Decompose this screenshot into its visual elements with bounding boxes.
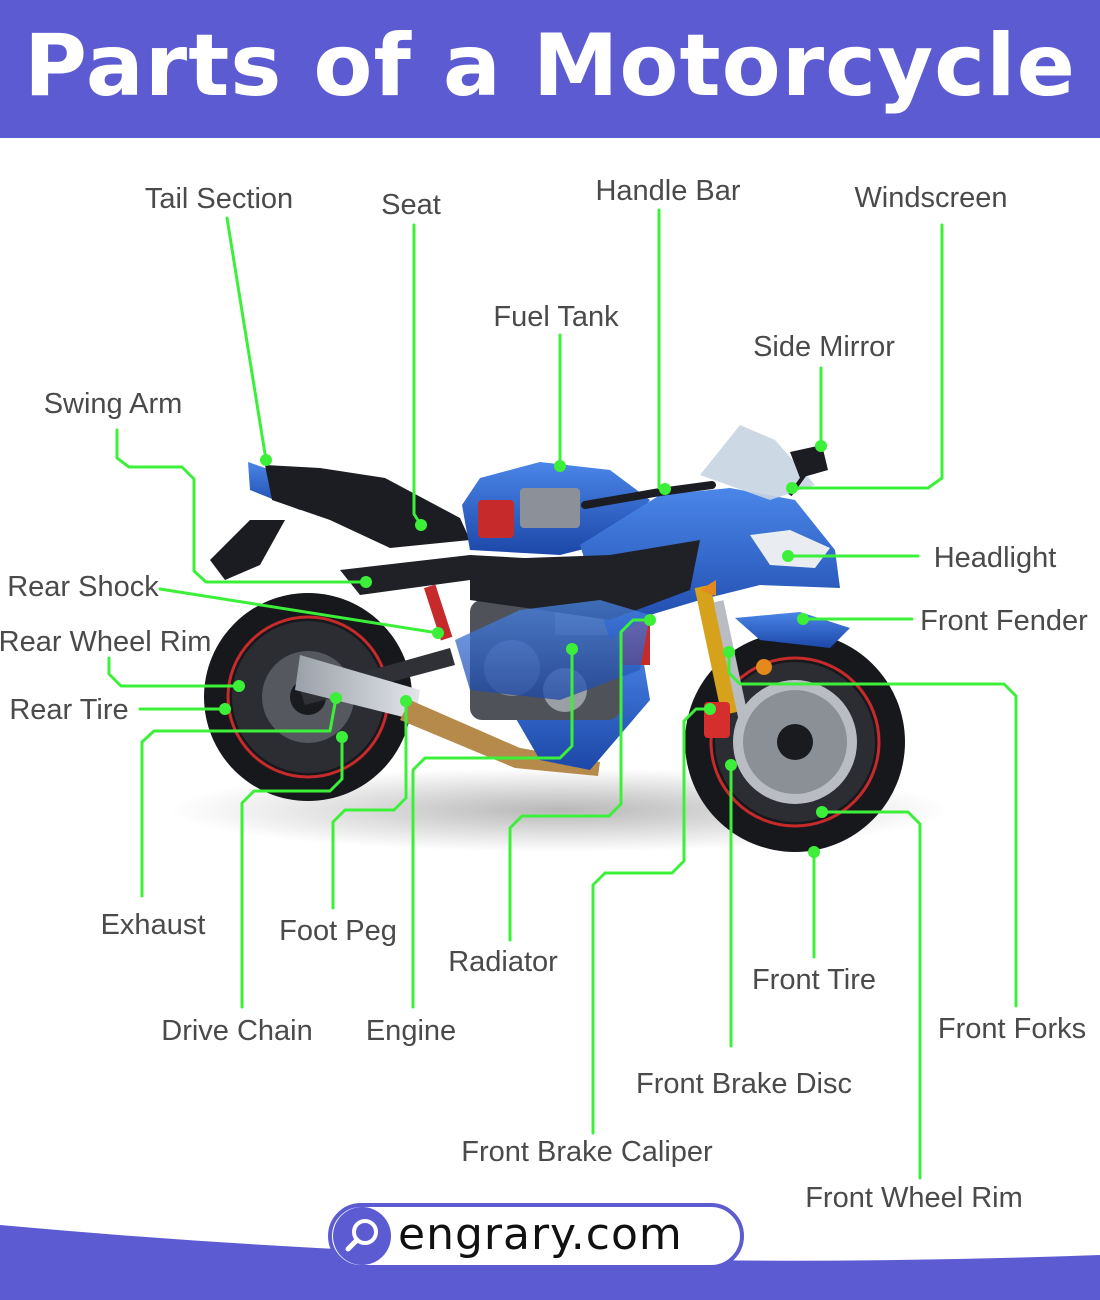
dot-front-wheel-rim — [816, 806, 828, 818]
label-rear-tire: Rear Tire — [9, 694, 128, 726]
dot-handle-bar — [659, 483, 671, 495]
dot-front-brake-disc — [725, 759, 737, 771]
leader-rear-shock — [158, 587, 440, 635]
label-front-wheel-rim: Front Wheel Rim — [805, 1182, 1023, 1214]
dot-rear-tire — [219, 703, 231, 715]
leader-exhaust — [140, 696, 338, 898]
leader-swing-arm — [115, 428, 368, 584]
page-title: Parts of a Motorcycle — [24, 16, 1076, 116]
header-banner — [0, 0, 1100, 138]
label-rear-wheel-rim: Rear Wheel Rim — [0, 626, 211, 658]
dot-front-brake-caliper — [704, 703, 716, 715]
dot-front-tire — [808, 846, 820, 858]
leader-dots — [219, 440, 828, 858]
label-exhaust: Exhaust — [101, 909, 206, 941]
label-front-tire: Front Tire — [752, 964, 876, 996]
label-drive-chain: Drive Chain — [161, 1015, 313, 1047]
label-headlight: Headlight — [934, 542, 1057, 574]
leader-engine — [411, 647, 574, 1009]
leader-front-brake-caliper — [591, 707, 712, 1135]
leader-handle-bar — [657, 208, 667, 491]
leader-rear-wheel-rim — [107, 656, 241, 688]
leader-drive-chain — [240, 735, 344, 1009]
label-handle-bar: Handle Bar — [595, 175, 740, 207]
dot-foot-peg — [400, 695, 412, 707]
dot-tail-section — [260, 454, 272, 466]
label-front-forks: Front Forks — [938, 1013, 1086, 1045]
leader-front-forks — [727, 650, 1018, 1008]
label-windscreen: Windscreen — [854, 182, 1007, 214]
label-rear-shock: Rear Shock — [7, 571, 159, 603]
dot-fuel-tank — [554, 460, 566, 472]
leader-foot-peg — [331, 699, 408, 910]
dot-headlight — [782, 550, 794, 562]
dot-rear-shock — [432, 627, 444, 639]
dot-engine — [566, 643, 578, 655]
dot-swing-arm — [360, 576, 372, 588]
dot-rear-wheel-rim — [233, 680, 245, 692]
dot-seat — [415, 519, 427, 531]
label-front-fender: Front Fender — [920, 605, 1088, 637]
leader-windscreen — [790, 223, 944, 490]
label-tail-section: Tail Section — [145, 183, 293, 215]
brand-badge[interactable] — [328, 1203, 744, 1269]
leader-tail-section — [225, 216, 268, 462]
dot-front-forks — [723, 646, 735, 658]
brand-name[interactable]: engrary.com — [398, 1209, 683, 1260]
label-front-brake-caliper: Front Brake Caliper — [461, 1136, 713, 1168]
label-front-brake-disc: Front Brake Disc — [636, 1068, 852, 1100]
label-side-mirror: Side Mirror — [753, 331, 895, 363]
dot-windscreen — [786, 482, 798, 494]
dot-exhaust — [330, 692, 342, 704]
dot-front-fender — [797, 613, 809, 625]
dot-side-mirror — [815, 440, 827, 452]
label-swing-arm: Swing Arm — [44, 388, 183, 420]
search-icon — [333, 1207, 391, 1265]
leader-front-wheel-rim — [820, 810, 922, 1180]
label-foot-peg: Foot Peg — [279, 915, 397, 947]
part-labels: Tail Section Seat Handle Bar Windscreen … — [0, 175, 1088, 1214]
label-radiator: Radiator — [448, 946, 558, 978]
dot-drive-chain — [336, 731, 348, 743]
leader-seat — [412, 223, 423, 527]
label-seat: Seat — [381, 189, 441, 221]
leader-radiator — [508, 618, 652, 942]
dot-radiator — [644, 614, 656, 626]
label-fuel-tank: Fuel Tank — [493, 301, 619, 333]
label-engine: Engine — [366, 1015, 456, 1047]
